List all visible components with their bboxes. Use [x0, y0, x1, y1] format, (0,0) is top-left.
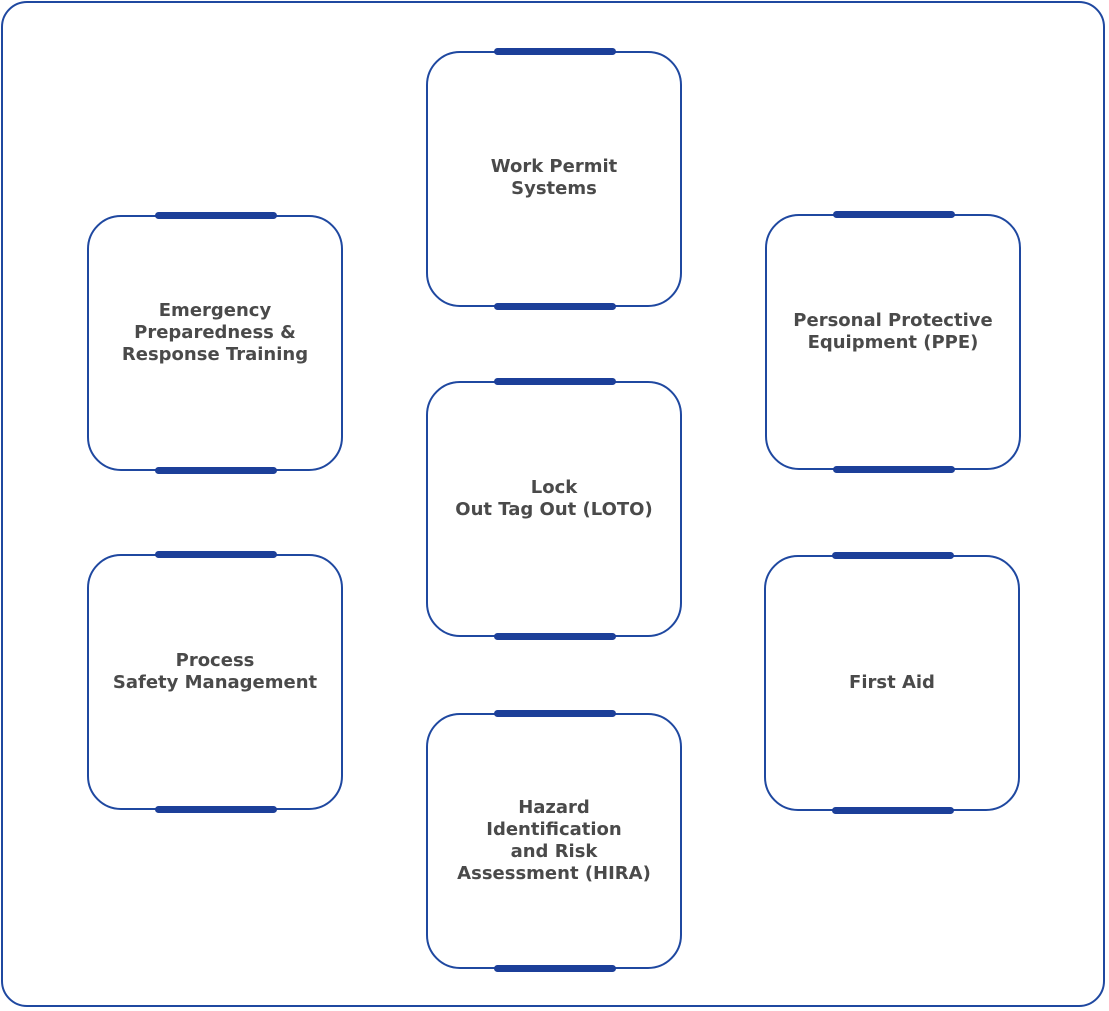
card-top-accent-bar [494, 378, 616, 385]
card-work-permit-systems: Work Permit Systems [426, 48, 682, 310]
card-bottom-accent-bar [494, 965, 616, 972]
card-label-line: Response Training [121, 344, 309, 365]
card-label: Lock Out Tag Out (LOTO) [447, 477, 660, 521]
card-top-accent-bar [155, 212, 277, 219]
card-label-line: Safety Management [112, 672, 318, 693]
card-label-line: Personal Protective [793, 310, 993, 331]
card-first-aid: First Aid [764, 552, 1020, 814]
card-label-line: Work Permit [490, 155, 618, 177]
card-label: Personal Protective Equipment (PPE) [785, 310, 1000, 354]
card-bottom-accent-bar [494, 633, 616, 640]
card-hazard-identification-risk-assessment: Hazard Identification and Risk Assessmen… [426, 710, 682, 972]
card-label-line: First Aid [849, 672, 935, 693]
card-label-line: Out Tag Out (LOTO) [455, 499, 653, 520]
card-label-line: Identification [486, 819, 622, 840]
card-top-accent-bar [494, 48, 616, 55]
card-label-line: Lock [530, 477, 578, 498]
card-label-line: and Risk [510, 841, 598, 862]
card-lock-out-tag-out: Lock Out Tag Out (LOTO) [426, 378, 682, 640]
card-label-line: Assessment (HIRA) [457, 863, 651, 884]
card-label: Emergency Preparedness & Response Traini… [114, 300, 316, 366]
card-top-accent-bar [833, 211, 955, 218]
card-top-accent-bar [494, 710, 616, 717]
card-label-line: Systems [511, 177, 597, 199]
card-label-line: Equipment (PPE) [807, 332, 979, 353]
card-top-accent-bar [155, 551, 277, 558]
card-label-line: Process [175, 650, 255, 671]
card-label: Work Permit Systems [483, 156, 626, 200]
card-bottom-accent-bar [155, 467, 277, 474]
card-personal-protective-equipment: Personal Protective Equipment (PPE) [765, 211, 1021, 473]
card-bottom-accent-bar [494, 303, 616, 310]
card-label-line: Preparedness & [134, 322, 296, 343]
card-label-line: Hazard [518, 797, 590, 818]
card-emergency-preparedness: Emergency Preparedness & Response Traini… [87, 212, 343, 474]
card-label: Process Safety Management [105, 650, 325, 694]
card-bottom-accent-bar [833, 466, 955, 473]
card-label: Hazard Identification and Risk Assessmen… [449, 797, 659, 885]
card-top-accent-bar [832, 552, 954, 559]
card-bottom-accent-bar [155, 806, 277, 813]
card-bottom-accent-bar [832, 807, 954, 814]
card-label: First Aid [841, 672, 943, 694]
card-process-safety-management: Process Safety Management [87, 551, 343, 813]
card-label-line: Emergency [158, 300, 272, 321]
